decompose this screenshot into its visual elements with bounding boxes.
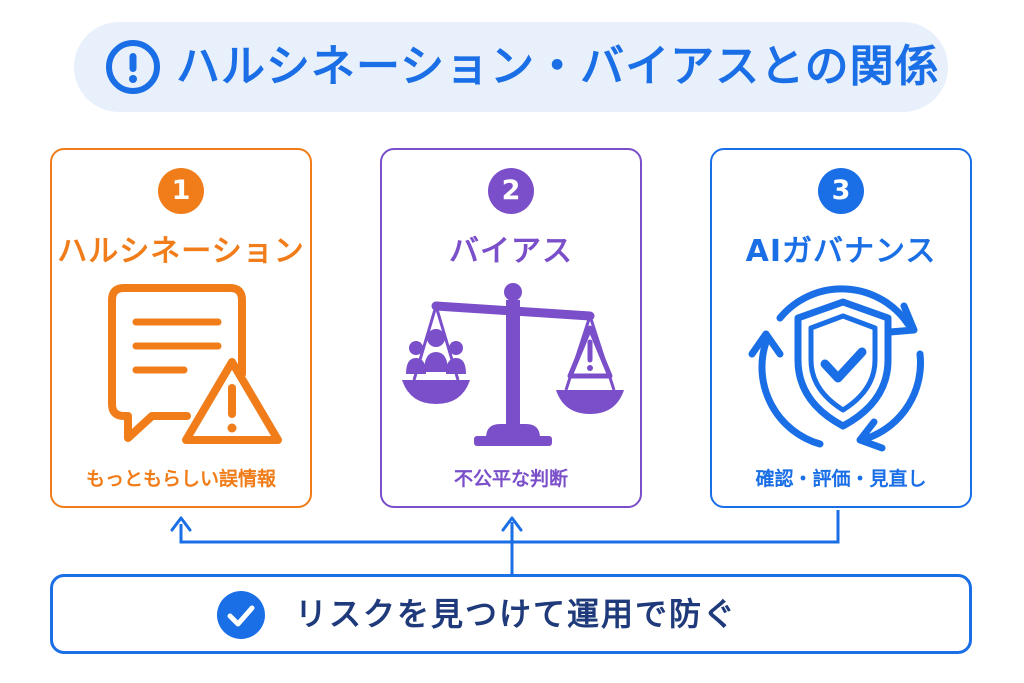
check-circle-icon <box>217 591 265 639</box>
card-bias: 2 バイアス 不公平な判断 <box>380 148 642 508</box>
chat-bubble-warning-icon <box>108 284 282 444</box>
exclamation-circle-icon <box>106 40 160 94</box>
card-title: ハルシネーション <box>57 234 305 269</box>
bottom-banner: リスクを見つけて運用で防ぐ <box>50 574 972 654</box>
title-banner <box>74 22 948 112</box>
card-caption: もっともらしい誤情報 <box>85 468 276 490</box>
shield-cycle-icon <box>748 285 924 452</box>
bottom-message: リスクを見つけて運用で防ぐ <box>295 595 738 633</box>
page-title: ハルシネーション・バイアスとの関係 <box>176 41 940 92</box>
card-title: バイアス <box>449 234 573 269</box>
balance-scale-icon <box>402 283 624 446</box>
card-number-badge: 2 <box>488 168 534 214</box>
card-number-badge: 3 <box>818 168 864 214</box>
card-number-badge: 1 <box>158 168 204 214</box>
card-caption: 不公平な判断 <box>453 468 568 490</box>
card-ai-governance: 3 AIガバナンス 確認・評価・見直し <box>710 148 972 508</box>
card-title: AIガバナンス <box>745 234 937 269</box>
card-hallucination: 1 ハルシネーション もっともらしい誤情報 <box>50 148 312 508</box>
card-caption: 確認・評価・見直し <box>755 468 927 490</box>
